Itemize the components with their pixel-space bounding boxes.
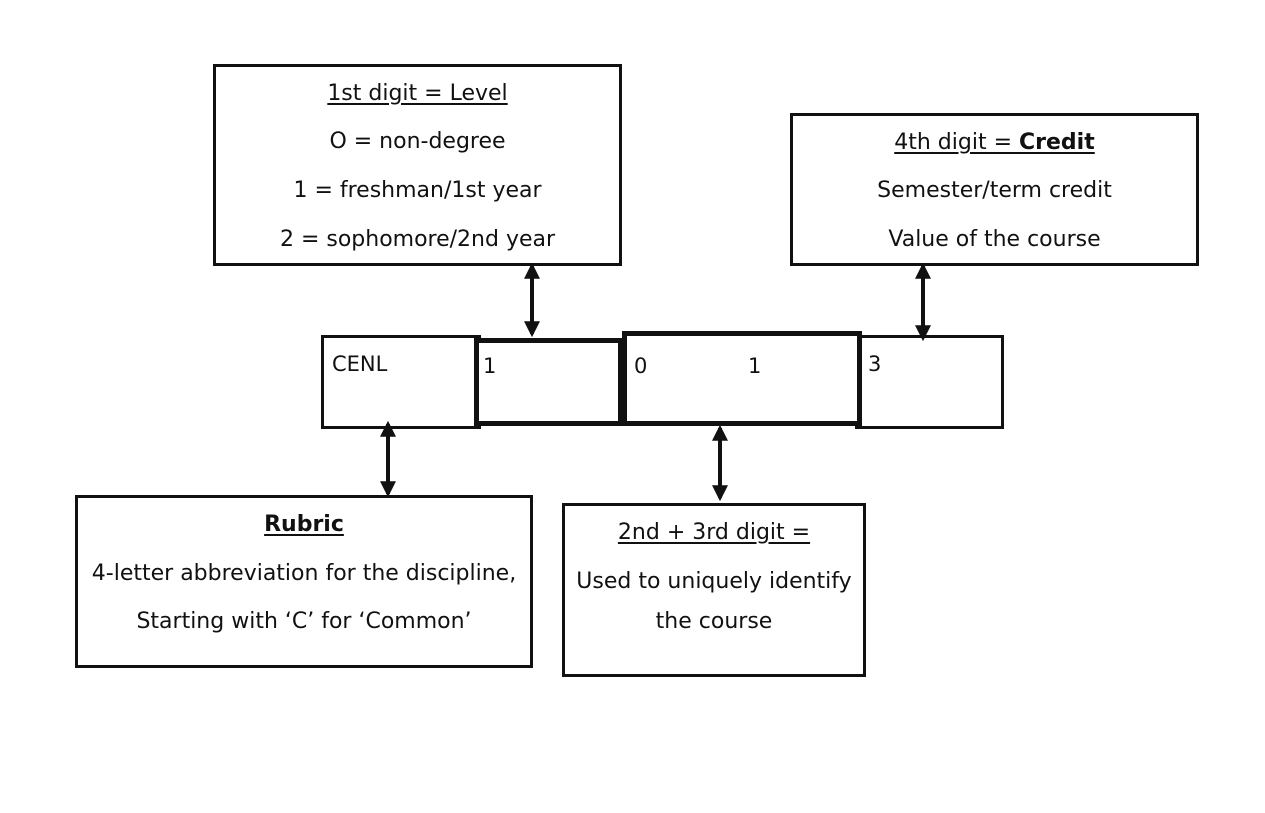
level-line-3: 2 = sophomore/2nd year (279, 227, 556, 252)
unique-id-box: 2nd + 3rd digit = Used to uniquely ident… (562, 503, 866, 677)
unique-id-line-2: the course (655, 609, 773, 634)
code-cell-rubric: CENL (321, 335, 481, 429)
rubric-line-1: 4-letter abbreviation for the discipline… (91, 561, 517, 586)
level-line-2: 1 = freshman/1st year (293, 178, 542, 203)
code-credit-text: 3 (868, 352, 882, 376)
level-heading: 1st digit = Level (327, 81, 508, 106)
code-second-digit-text: 0 (634, 354, 648, 378)
code-rubric-text: CENL (332, 352, 388, 376)
credit-line-2: Value of the course (888, 227, 1101, 252)
unique-id-line-1: Used to uniquely identify (576, 569, 852, 594)
rubric-box: Rubric 4-letter abbreviation for the dis… (75, 495, 533, 668)
credit-line-1: Semester/term credit (877, 178, 1112, 203)
code-cell-level: 1 (474, 338, 623, 426)
code-third-digit-text: 1 (748, 354, 762, 378)
level-box: 1st digit = Level O = non-degree 1 = fre… (213, 64, 622, 266)
unique-id-heading: 2nd + 3rd digit = (617, 520, 811, 545)
code-cell-unique: 0 1 (622, 331, 862, 426)
rubric-heading: Rubric (264, 512, 344, 537)
credit-box: 4th digit = Credit Semester/term credit … (790, 113, 1199, 266)
code-level-text: 1 (483, 354, 497, 378)
credit-heading: 4th digit = Credit (793, 130, 1196, 155)
credit-heading-bold: Credit (1019, 130, 1095, 155)
code-cell-credit: 3 (855, 335, 1004, 429)
level-line-1: O = non-degree (329, 129, 506, 154)
credit-heading-prefix: 4th digit = (894, 130, 1020, 155)
rubric-line-2: Starting with ‘C’ for ‘Common’ (136, 609, 472, 634)
